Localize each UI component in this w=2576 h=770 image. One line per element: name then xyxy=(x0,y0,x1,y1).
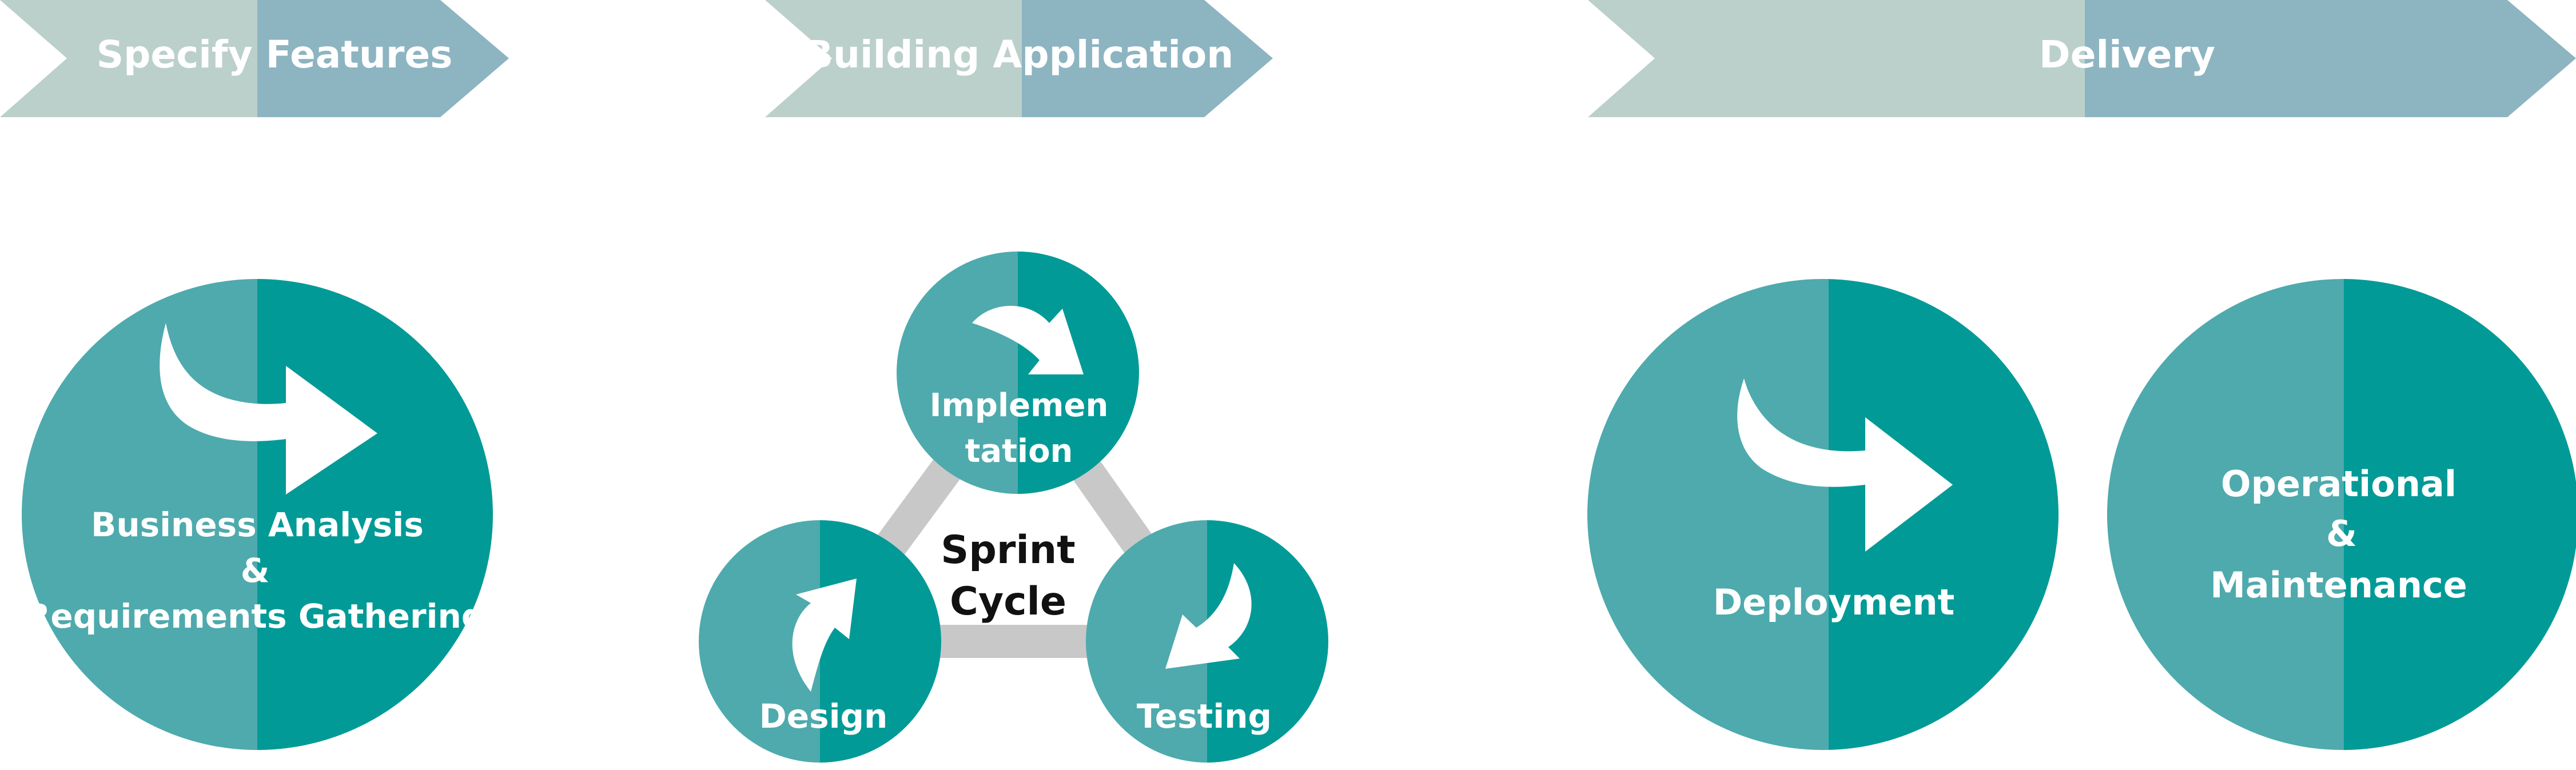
design-circle: Design xyxy=(699,520,941,763)
ampersand-label: & xyxy=(241,551,270,590)
phase-label: Building Application xyxy=(805,33,1234,77)
design-label: Design xyxy=(759,697,888,736)
operational-maintenance-circle: Operational & Maintenance xyxy=(2107,279,2576,750)
sprint-cycle-label-line2: Cycle xyxy=(950,579,1066,624)
phase-label: Specify Features xyxy=(97,33,453,77)
phase-chevron-building-application: Building Application xyxy=(765,0,1273,117)
sprint-cycle-center xyxy=(859,420,1168,623)
deployment-label: Deployment xyxy=(1713,581,1955,623)
implementation-circle: Implemen tation xyxy=(897,252,1139,494)
testing-circle: Testing xyxy=(1086,520,1328,763)
implementation-label-line1: Implemen xyxy=(930,387,1109,424)
operational-label: Operational xyxy=(2221,463,2456,505)
curved-arrow-icon xyxy=(1737,378,1953,552)
business-analysis-circle: Business Analysis & Requirements Gatheri… xyxy=(22,279,493,750)
phase-chevron-specify-features: Specify Features xyxy=(0,0,509,117)
testing-label: Testing xyxy=(1137,697,1272,736)
curved-arrow-icon xyxy=(1165,563,1252,669)
curved-arrow-icon xyxy=(160,323,377,494)
curved-arrow-icon xyxy=(792,579,857,692)
maintenance-label: Maintenance xyxy=(2210,564,2467,606)
sprint-cycle-label-line1: Sprint xyxy=(941,528,1075,573)
sprint-cycle-group: Sprint Cycle Implemen tation Design xyxy=(699,252,1328,763)
curved-arrow-icon xyxy=(972,306,1084,374)
ampersand-label: & xyxy=(2326,513,2357,554)
implementation-label-line2: tation xyxy=(965,433,1073,470)
phase-chevron-delivery: Delivery xyxy=(1588,0,2576,117)
requirements-gathering-label: Requirements Gathering xyxy=(25,597,485,636)
business-analysis-label-line1: Business Analysis xyxy=(91,505,424,544)
sprint-cycle-ring xyxy=(803,356,1224,658)
deployment-circle: Deployment xyxy=(1587,279,2059,750)
phase-label: Delivery xyxy=(2039,33,2215,77)
